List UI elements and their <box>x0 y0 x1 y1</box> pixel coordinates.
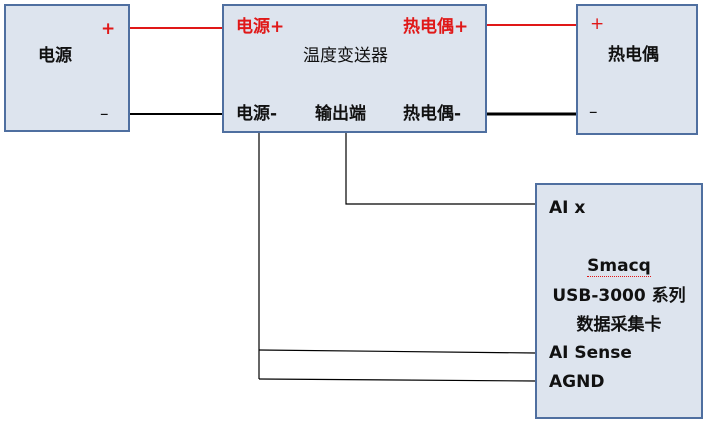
thermocouple-minus-label: – <box>589 102 598 122</box>
daq-pin-agnd-label: AGND <box>549 372 605 392</box>
transmitter-thermocouple-minus-label: 热电偶- <box>403 104 462 124</box>
wire-to-agnd <box>258 378 536 382</box>
daq-type-label: 数据采集卡 <box>576 315 662 335</box>
daq-model-label: USB-3000 系列 <box>552 286 686 306</box>
daq-pin-ai-x-label: AI x <box>549 198 586 218</box>
transmitter-thermocouple-plus-label: 热电偶+ <box>403 17 469 37</box>
temperature-transmitter-box <box>222 4 487 133</box>
daq-brand-text: Smacq <box>587 256 651 277</box>
power-supply-minus-label: – <box>100 104 109 124</box>
thermocouple-title: 热电偶 <box>608 45 659 65</box>
thermocouple-plus-label: + <box>590 14 605 34</box>
power-supply-plus-label: + <box>101 19 116 39</box>
transmitter-output-label: 输出端 <box>315 104 366 124</box>
thermocouple-box <box>576 4 698 135</box>
daq-pin-ai-sense-label: AI Sense <box>549 343 632 363</box>
wire-to-ai-sense <box>258 349 536 354</box>
daq-brand-label: Smacq <box>535 256 703 277</box>
transmitter-power-plus-label: 电源+ <box>236 17 285 37</box>
wire-output-to-ai-x <box>345 133 535 205</box>
transmitter-power-minus-label: 电源- <box>236 104 278 124</box>
daq-card-box <box>535 183 703 419</box>
power-supply-box <box>4 4 130 132</box>
power-supply-title: 电源 <box>38 46 72 66</box>
transmitter-title: 温度变送器 <box>303 46 388 66</box>
